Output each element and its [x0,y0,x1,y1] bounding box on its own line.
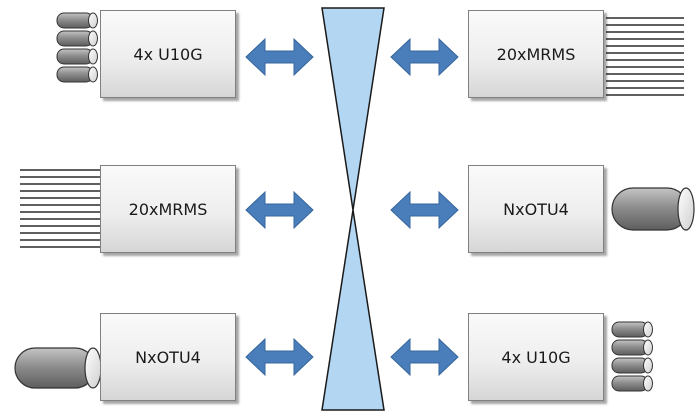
module-label: NxOTU4 [135,347,201,367]
module-label: 20xMRMS [128,199,208,219]
module-label: 20xMRMS [496,44,576,64]
fiber-lines-icon [606,17,684,96]
module-label: NxOTU4 [503,199,569,219]
cable-bundle-icon [611,321,653,392]
cable-icon [14,347,102,389]
module-label: 4x U10G [133,44,203,64]
hourglass-shape [321,7,385,411]
module-box-right-middle: NxOTU4 [468,165,604,253]
cable-icon [611,187,695,231]
cable-bundle-icon [56,12,98,83]
module-box-right-bottom: 4x U10G [468,313,604,401]
double-arrow-icon [245,37,314,77]
fiber-lines-icon [20,169,100,248]
module-box-left-bottom: NxOTU4 [100,313,236,401]
module-box-left-top: 4x U10G [100,10,236,98]
double-arrow-icon [245,337,314,377]
double-arrow-icon [245,190,314,230]
double-arrow-icon [390,190,459,230]
module-box-left-middle: 20xMRMS [100,165,236,253]
double-arrow-icon [390,337,459,377]
module-box-right-top: 20xMRMS [468,10,604,98]
module-label: 4x U10G [501,347,571,367]
double-arrow-icon [390,37,459,77]
